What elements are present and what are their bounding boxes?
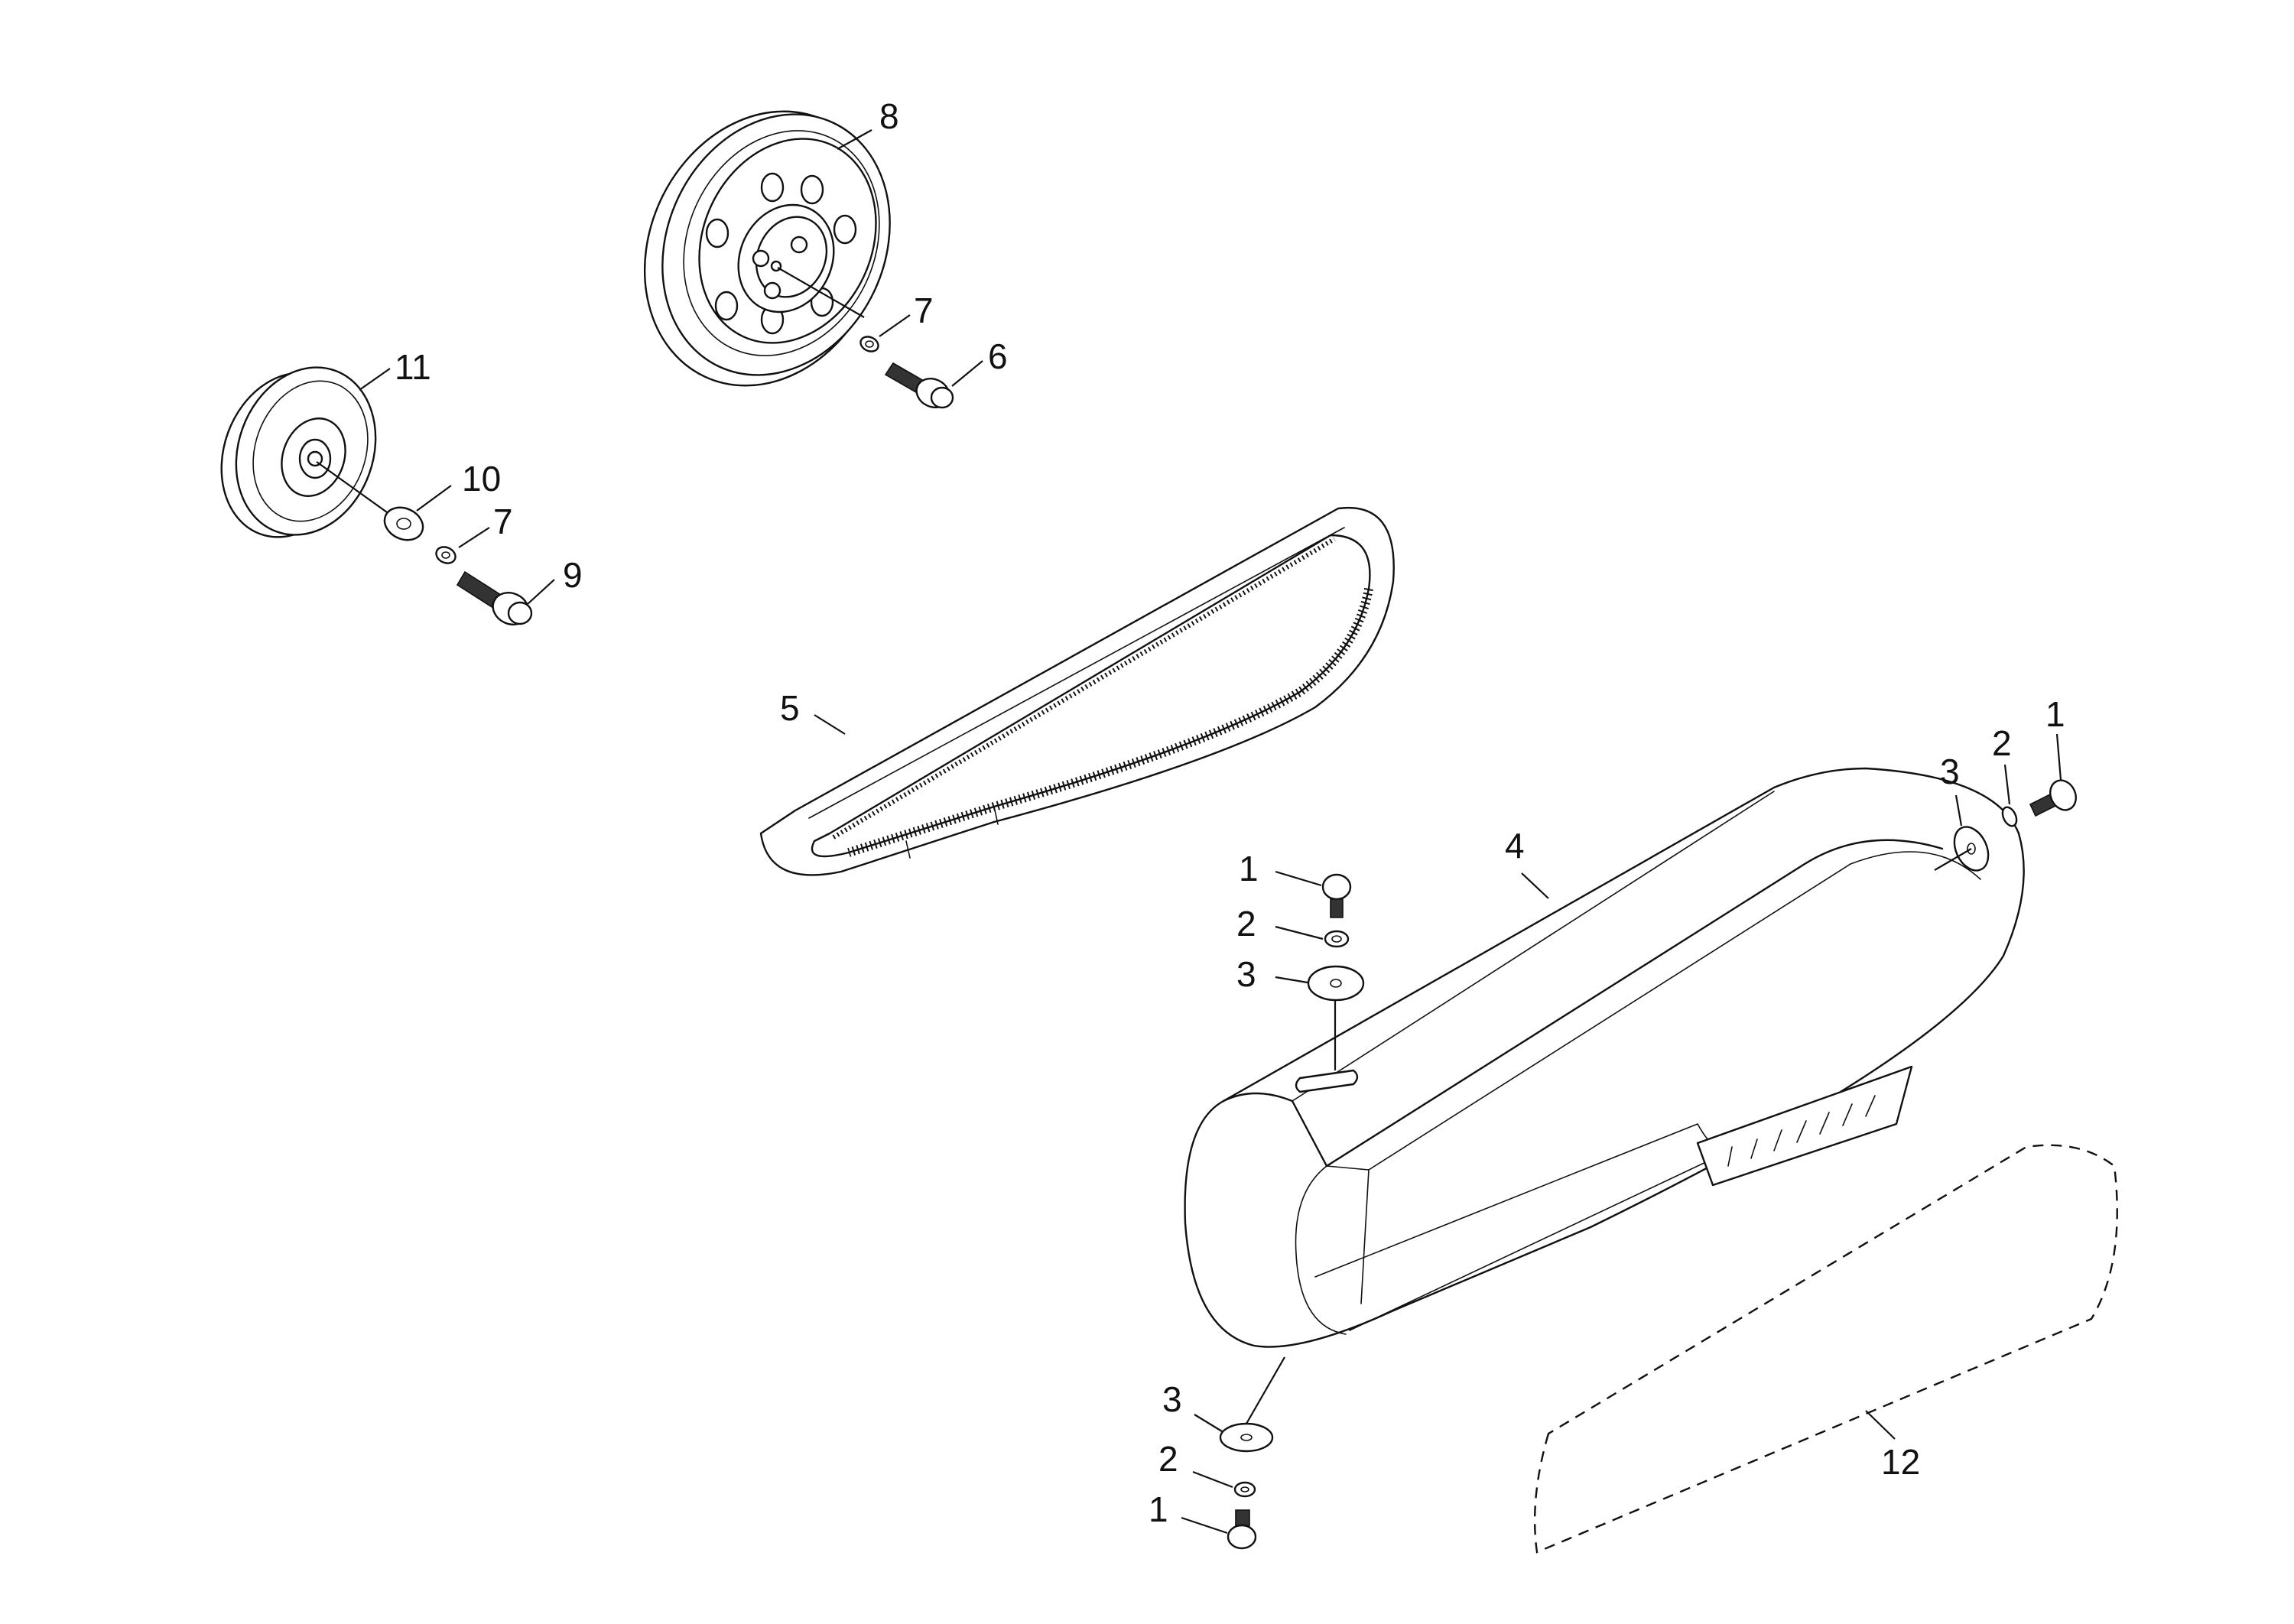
drive-belt: [759, 506, 1395, 876]
small-pulley: [220, 366, 377, 538]
hardware-middle: [1307, 873, 1365, 1002]
callout-10: 10: [462, 459, 501, 499]
callout-2-bottom: 2: [1158, 1439, 1178, 1479]
callout-3-right: 3: [1940, 752, 1960, 791]
callout-9: 9: [563, 555, 583, 595]
flange-bolt: [884, 362, 954, 409]
callout-8: 8: [879, 96, 899, 136]
callout-labels: 8 7 6 11 10 7 9 5 4 1 2 3 3 2 1 3 2 1 12: [395, 96, 2065, 1529]
callout-3-bottom: 3: [1162, 1379, 1182, 1419]
lock-washer: [859, 336, 879, 352]
callout-1-right: 1: [2045, 694, 2065, 734]
callout-1-bottom: 1: [1149, 1489, 1168, 1529]
callout-leaders: [359, 129, 2062, 1535]
callout-7-left: 7: [493, 502, 513, 541]
callout-3-middle: 3: [1236, 954, 1256, 994]
callout-6: 6: [988, 336, 1008, 376]
flange-bolt: [456, 570, 533, 625]
callout-12: 12: [1881, 1442, 1920, 1482]
flat-washer: [383, 506, 424, 541]
callout-5: 5: [780, 688, 800, 728]
callout-11: 11: [395, 347, 431, 387]
callout-2-right: 2: [1992, 723, 2012, 763]
belt-guard: [1184, 767, 2025, 1348]
callout-2-middle: 2: [1236, 904, 1256, 944]
callout-7-top: 7: [914, 291, 934, 330]
hardware-bottom: [1219, 1422, 1274, 1550]
callout-4: 4: [1505, 826, 1525, 866]
lock-washer: [435, 546, 457, 564]
callout-1-middle: 1: [1239, 849, 1259, 888]
large-pulley: [643, 110, 891, 387]
guard-panel: [1533, 1144, 2118, 1554]
